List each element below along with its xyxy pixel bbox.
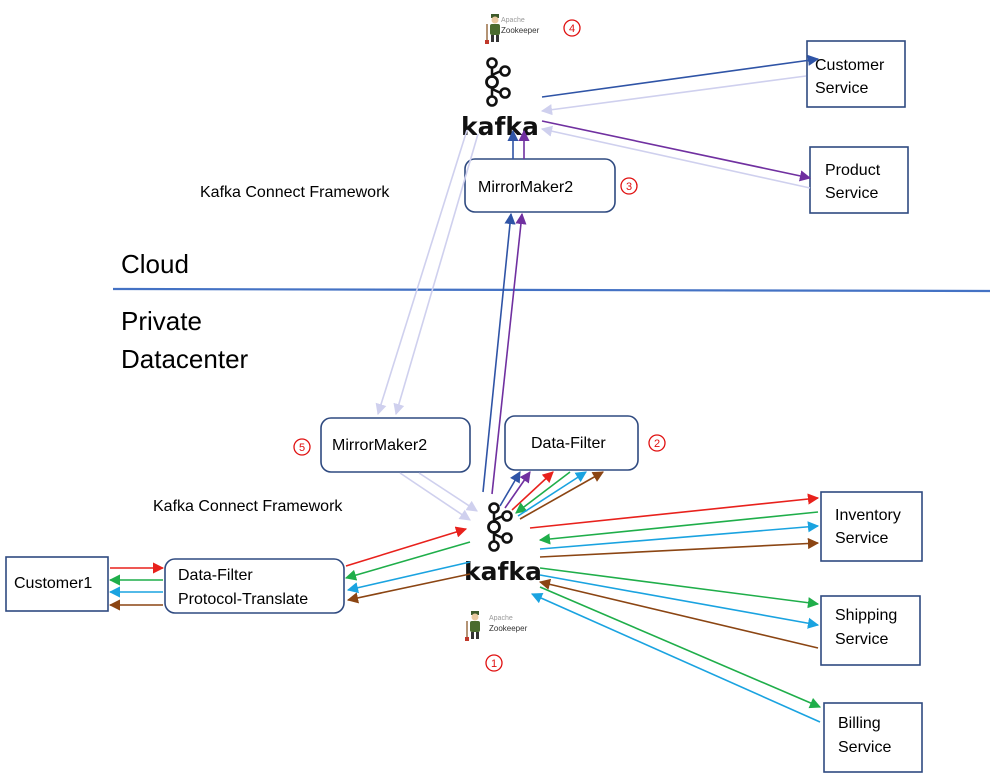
arrow-kafka-to-datafilter-purple (504, 471, 531, 509)
top-zookeeper-line1: Apache (501, 17, 525, 24)
arrow-private-mm2-to-kafka-1 (399, 472, 471, 521)
arrow-kafka-to-shipping-blue (539, 574, 820, 629)
private-region-label-line1: Private (121, 306, 202, 336)
product-service-line1: Product (825, 162, 881, 179)
private-kafka-logo-icon (487, 502, 513, 552)
inventory-service-line1: Inventory (835, 507, 901, 524)
arrow-kafka-to-inventory (529, 493, 820, 529)
customer-service-box: Customer Service (806, 40, 906, 108)
customer-service-line1: Customer (815, 57, 885, 74)
shipping-service-box: Shipping Service (820, 595, 921, 666)
customer1-label: Customer1 (14, 575, 92, 592)
arrow-gateway-to-kafka (345, 526, 468, 567)
cloud-kafka-node: kafka (461, 57, 539, 141)
bottom-zookeeper-line2: Zookeeper (489, 624, 528, 633)
bottom-zookeeper-line1: Apache (489, 615, 513, 622)
private-data-filter-label: Data-Filter (531, 435, 606, 452)
arrow-datafilter-to-kafka-green (515, 471, 571, 514)
private-kafka-node: kafka (464, 502, 542, 586)
arrow-kafka-to-gateway-brown (346, 573, 471, 604)
private-region-label-line2: Datacenter (121, 344, 249, 374)
marker-3-circle (620, 177, 638, 195)
private-mirrormaker-box: MirrorMaker2 (320, 417, 471, 473)
arrow-customer-to-kafka (540, 75, 807, 116)
top-zookeeper-line2: Zookeeper (501, 26, 540, 35)
arrow-kafka-to-inventory-blue (539, 521, 820, 550)
marker-5-label: 5 (299, 442, 305, 454)
zookeeper-keeper-icon (464, 610, 481, 642)
private-framework-label: Kafka Connect Framework (153, 498, 343, 515)
arrow-kafka-to-inventory-brown (539, 537, 820, 558)
arrow-billing-to-kafka (530, 592, 821, 723)
shipping-service-line2: Service (835, 631, 888, 648)
arrow-kafka-to-datafilter-navy (499, 471, 521, 507)
arrow-kafka-to-gateway-green (344, 541, 471, 581)
arrow-kafka-to-billing (539, 586, 822, 709)
arrow-kafka-to-datafilter-brown (519, 471, 604, 520)
arrow-inventory-to-kafka (538, 511, 819, 545)
shipping-service-line1: Shipping (835, 607, 897, 624)
marker-1-circle (485, 654, 503, 672)
product-service-box: Product Service (809, 146, 909, 214)
billing-service-line2: Service (838, 739, 891, 756)
gateway-line2: Protocol-Translate (178, 591, 308, 608)
arrow-cloud-kafka-to-private-mm2-2 (393, 133, 479, 416)
cloud-kafka-label: kafka (461, 112, 539, 141)
customer-service-line2: Service (815, 80, 868, 97)
cloud-region-label: Cloud (121, 249, 189, 279)
gateway-line1: Data-Filter (178, 567, 253, 584)
zookeeper-keeper-icon (484, 13, 501, 45)
arrow-kafka-to-shipping (539, 567, 820, 609)
marker-4-label: 4 (569, 23, 575, 35)
inventory-service-box: Inventory Service (820, 491, 923, 562)
arrow-private-mm2-to-kafka-2 (418, 472, 478, 512)
private-mirrormaker-label: MirrorMaker2 (332, 437, 427, 454)
inventory-service-line2: Service (835, 530, 888, 547)
private-data-filter-box: Data-Filter (504, 415, 639, 471)
arrow-private-kafka-to-cloud-mm2-1 (482, 212, 516, 493)
billing-service-line1: Billing (838, 715, 881, 732)
arrow-kafka-to-product (541, 120, 812, 182)
cloud-mirrormaker-box: MirrorMaker2 (464, 158, 616, 213)
arrow-kafka-to-datafilter-blue (517, 471, 587, 517)
arrow-private-kafka-to-cloud-mm2-2 (491, 212, 527, 495)
arrow-kafka-to-customer (541, 54, 820, 98)
region-divider (112, 287, 991, 293)
marker-5-circle (293, 438, 311, 456)
arrow-shipping-to-kafka (538, 578, 819, 649)
cloud-framework-label: Kafka Connect Framework (200, 184, 390, 201)
top-zookeeper: Apache Zookeeper (484, 13, 540, 45)
marker-1-label: 1 (491, 658, 497, 670)
marker-2-circle (648, 434, 666, 452)
customer1-box: Customer1 (5, 556, 109, 612)
private-kafka-label: kafka (464, 557, 542, 586)
bottom-zookeeper: Apache Zookeeper (464, 610, 528, 642)
arrow-kafka-to-gateway-blue (346, 561, 471, 594)
marker-2-label: 2 (654, 438, 660, 450)
gateway-box: Data-Filter Protocol-Translate (164, 558, 345, 614)
cloud-kafka-logo-icon (485, 57, 511, 107)
arrow-cloud-kafka-to-private-mm2-1 (375, 129, 468, 416)
arrow-product-to-kafka (540, 125, 811, 189)
billing-service-box: Billing Service (823, 702, 923, 773)
product-service-line2: Service (825, 185, 878, 202)
marker-4-circle (563, 19, 581, 37)
cloud-mirrormaker-label: MirrorMaker2 (478, 179, 573, 196)
marker-3-label: 3 (626, 181, 632, 193)
